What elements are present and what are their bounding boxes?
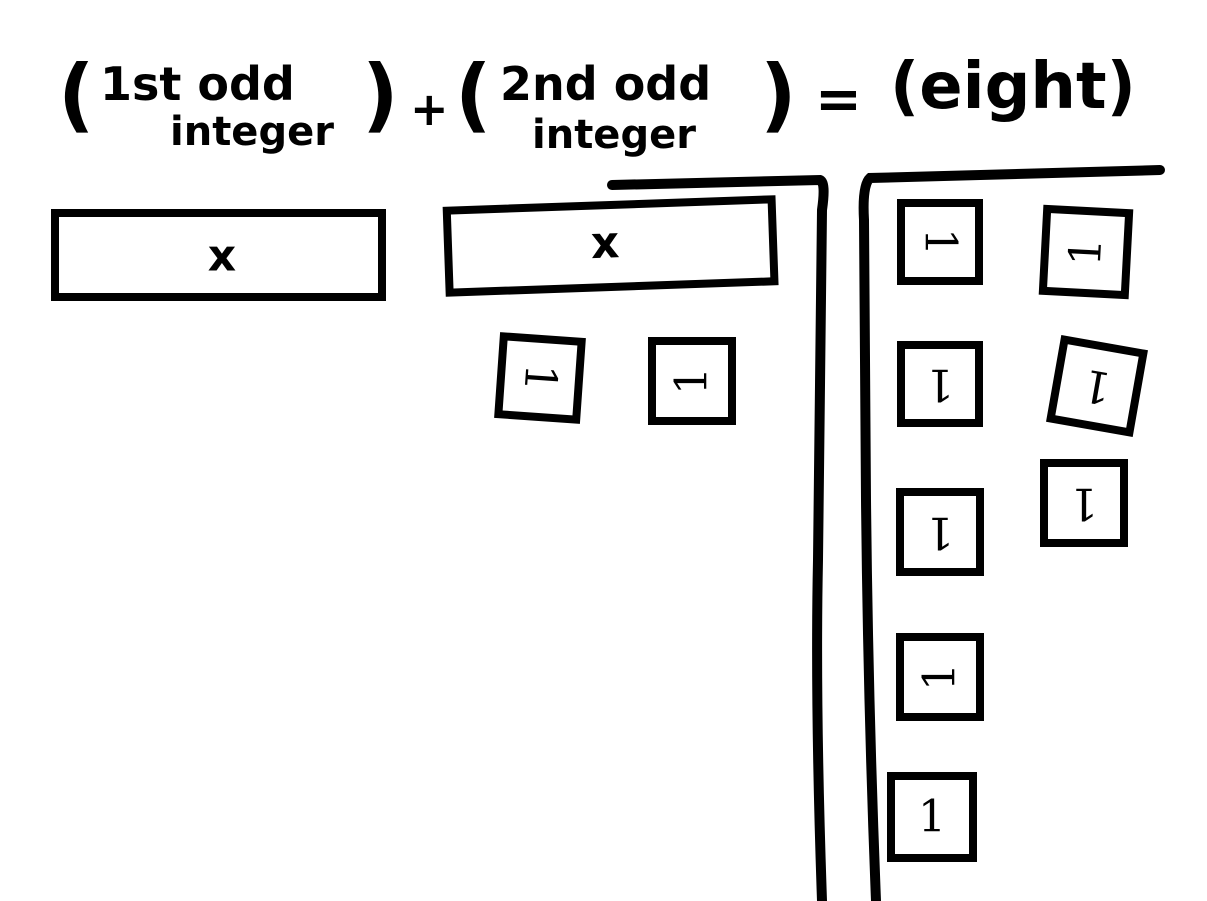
unit-tile: 1	[896, 633, 984, 721]
unit-label: 1	[514, 362, 567, 393]
x-tile: x	[51, 209, 386, 301]
term2-line1: 2nd odd	[500, 57, 711, 111]
divider-right	[858, 165, 1165, 901]
term1-line2: integer	[170, 109, 334, 155]
term1-line1: 1st odd	[100, 57, 295, 111]
paren-close-2: )	[760, 48, 797, 141]
paren-close-1: )	[362, 48, 399, 141]
unit-label: 1	[1060, 237, 1112, 268]
unit-label: 1	[667, 367, 718, 395]
unit-label: 1	[1070, 478, 1098, 529]
result-text: (eight)	[890, 50, 1136, 124]
equation-heading: ( 1st odd integer ) + ( 2nd odd integer …	[58, 48, 1136, 158]
unit-label: 1	[926, 359, 954, 410]
unit-tile: 1	[1046, 335, 1148, 437]
unit-tile: 1	[1038, 204, 1134, 300]
paren-open-2: (	[455, 48, 492, 141]
unit-tile: 1	[897, 341, 983, 427]
unit-label: 1	[918, 792, 946, 843]
divider-left	[607, 174, 829, 901]
unit-tile: 1	[1040, 459, 1128, 547]
unit-label: 1	[1079, 358, 1115, 413]
unit-tile: 1	[896, 488, 984, 576]
x-tile: x	[442, 195, 779, 297]
plus-sign: +	[410, 82, 449, 136]
unit-tile: 1	[897, 199, 983, 285]
svg-text:x: x	[590, 217, 620, 269]
unit-label: 1	[915, 228, 966, 256]
term2-line2: integer	[532, 112, 696, 158]
unit-tile: 1	[648, 337, 736, 425]
unit-label: 1	[915, 663, 966, 691]
unit-label: 1	[926, 507, 954, 558]
svg-text:x: x	[208, 231, 236, 282]
unit-tile: 1	[494, 332, 586, 424]
unit-tile: 1	[887, 772, 977, 862]
equals-sign: =	[815, 67, 862, 132]
paren-open-1: (	[58, 48, 95, 141]
